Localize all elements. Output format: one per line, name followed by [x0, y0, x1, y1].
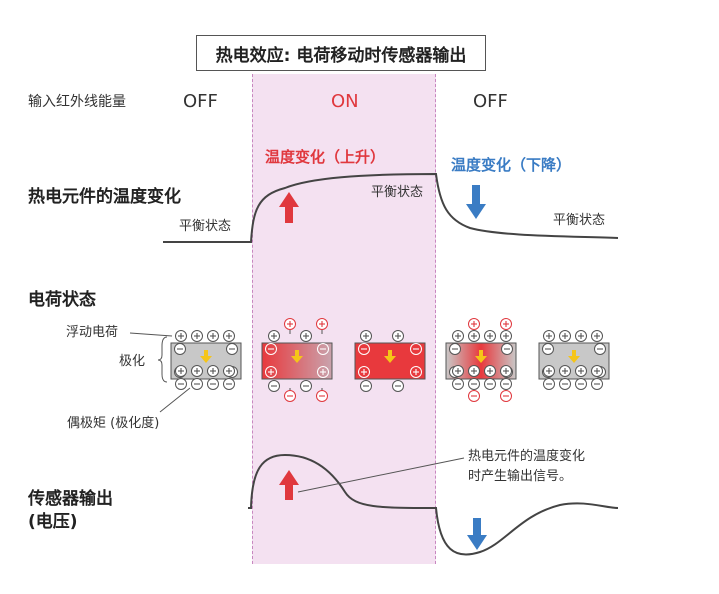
- temperature-rise-arrow-icon: [279, 192, 299, 223]
- output-note-line1: 热电元件的温度变化: [468, 449, 586, 464]
- balance-state-label-1: 平衡状态: [179, 219, 232, 234]
- pyro-element-2: [261, 317, 333, 403]
- pyro-element-4: [445, 317, 517, 403]
- output-voltage-curve: [248, 453, 619, 556]
- output-note-line2: 时产生输出信号。: [468, 469, 573, 484]
- pyro-element-1: [170, 329, 242, 391]
- section-output-label: 传感器输出: [28, 489, 113, 509]
- temperature-fall-arrow-icon: [466, 185, 486, 219]
- section-temperature-label: 热电元件的温度变化: [28, 187, 181, 207]
- output-fall-arrow-icon: [467, 518, 487, 550]
- polarization-label: 极化: [119, 354, 146, 369]
- output-note-pointer: [297, 457, 465, 493]
- dipole-moment-label: 偶极矩 (极化度): [67, 416, 160, 431]
- balance-state-label-3: 平衡状态: [553, 213, 606, 228]
- ir-state-on: ON: [331, 91, 359, 112]
- floating-charge-pointer: [129, 332, 173, 337]
- pyro-element-5: [538, 329, 610, 391]
- section-charge-label: 电荷状态: [28, 290, 96, 310]
- ir-state-off-2: OFF: [473, 91, 508, 112]
- pyro-element-3: [354, 329, 426, 393]
- temperature-curve: [163, 172, 619, 243]
- dipole-pointer: [159, 387, 191, 413]
- section-output-unit-label: (电压): [28, 512, 78, 532]
- ir-state-off-1: OFF: [183, 91, 218, 112]
- output-rise-arrow-icon: [279, 470, 299, 500]
- diagram-title: 热电效应: 电荷移动时传感器输出: [196, 35, 486, 71]
- temp-fall-label: 温度变化（下降）: [451, 156, 572, 174]
- balance-state-label-2: 平衡状态: [371, 185, 424, 200]
- floating-charge-label: 浮动电荷: [66, 325, 119, 340]
- polarization-bracket: [157, 336, 168, 383]
- temp-rise-label: 温度变化（上升）: [265, 148, 386, 166]
- ir-input-label: 输入红外线能量: [28, 94, 126, 110]
